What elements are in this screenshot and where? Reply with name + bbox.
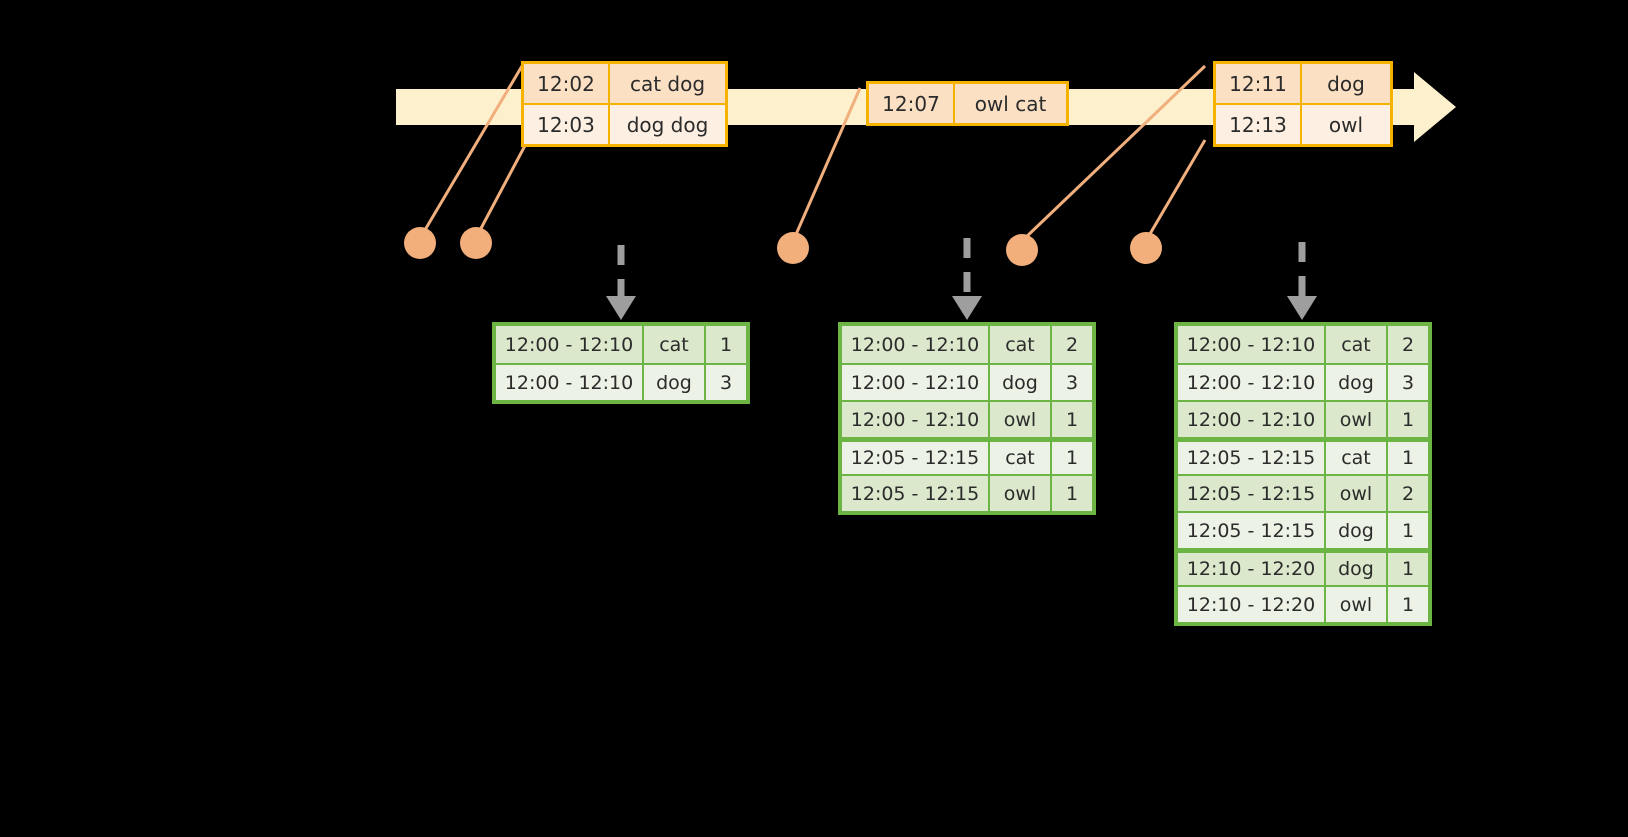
event-time: 12:07: [869, 84, 955, 123]
window-cell: 12:05 - 12:15: [842, 476, 990, 511]
window-cell: 12:05 - 12:15: [842, 442, 990, 474]
count-cell: 2: [1388, 326, 1428, 363]
emit-arrow-head-1: [606, 296, 636, 320]
word-cell: dog: [1326, 513, 1388, 548]
window-cell: 12:05 - 12:15: [1178, 513, 1326, 548]
count-cell: 3: [1388, 365, 1428, 400]
connector-line-1: [420, 65, 524, 236]
count-cell: 1: [1388, 442, 1428, 474]
emit-arrow-heads: [606, 296, 1317, 320]
event-group-1[interactable]: 12:02 cat dog 12:03 dog dog: [521, 61, 728, 147]
window-cell: 12:00 - 12:10: [1178, 365, 1326, 400]
window-cell: 12:10 - 12:20: [1178, 587, 1326, 622]
count-cell: 2: [1052, 326, 1092, 363]
window-cell: 12:00 - 12:10: [496, 365, 644, 400]
word-cell: owl: [990, 402, 1052, 437]
word-cell: cat: [644, 326, 706, 363]
word-cell: owl: [1326, 402, 1388, 437]
event-row[interactable]: 12:13 owl: [1216, 103, 1390, 144]
emit-arrow-head-2: [952, 296, 982, 320]
window-cell: 12:00 - 12:10: [842, 326, 990, 363]
window-cell: 12:10 - 12:20: [1178, 553, 1326, 585]
event-words: dog: [1302, 64, 1390, 103]
word-cell: dog: [1326, 365, 1388, 400]
count-cell: 3: [1052, 365, 1092, 400]
window-cell: 12:00 - 12:10: [1178, 402, 1326, 437]
window-cell: 12:00 - 12:10: [842, 365, 990, 400]
window-cell: 12:00 - 12:10: [1178, 326, 1326, 363]
event-dots: [404, 227, 1162, 266]
event-time: 12:11: [1216, 64, 1302, 103]
connector-line-3: [792, 87, 862, 240]
event-row[interactable]: 12:11 dog: [1216, 64, 1390, 103]
event-words: owl: [1302, 105, 1390, 144]
event-group-3[interactable]: 12:11 dog 12:13 owl: [1213, 61, 1393, 147]
event-row[interactable]: 12:03 dog dog: [524, 103, 725, 144]
count-cell: 1: [1052, 402, 1092, 437]
window-cell: 12:05 - 12:15: [1178, 476, 1326, 511]
event-words: owl cat: [955, 84, 1066, 123]
event-dot-1: [404, 227, 436, 259]
count-cell: 1: [706, 326, 746, 363]
event-time: 12:13: [1216, 105, 1302, 144]
word-cell: owl: [1326, 476, 1388, 511]
event-row[interactable]: 12:02 cat dog: [524, 64, 725, 103]
connector-line-5: [1145, 139, 1207, 240]
event-dot-5: [1130, 232, 1162, 264]
event-dot-3: [777, 232, 809, 264]
emit-arrows: [617, 238, 1306, 297]
count-cell: 1: [1388, 402, 1428, 437]
event-dot-2: [460, 227, 492, 259]
word-cell: owl: [1326, 587, 1388, 622]
word-cell: owl: [990, 476, 1052, 511]
word-cell: cat: [1326, 326, 1388, 363]
count-cell: 1: [1388, 513, 1428, 548]
window-cell: 12:00 - 12:10: [496, 326, 644, 363]
event-group-2[interactable]: 12:07 owl cat: [866, 81, 1069, 126]
event-words: cat dog: [610, 64, 725, 103]
word-cell: dog: [1326, 553, 1388, 585]
count-cell: 1: [1052, 476, 1092, 511]
window-cell: 12:05 - 12:15: [1178, 442, 1326, 474]
window-cell: 12:00 - 12:10: [842, 402, 990, 437]
event-dot-4: [1006, 234, 1038, 266]
count-cell: 1: [1388, 553, 1428, 585]
count-cell: 1: [1052, 442, 1092, 474]
event-time: 12:02: [524, 64, 610, 103]
emit-arrow-head-3: [1287, 296, 1317, 320]
event-words: dog dog: [610, 105, 725, 144]
count-cell: 2: [1388, 476, 1428, 511]
word-cell: dog: [644, 365, 706, 400]
event-time: 12:03: [524, 105, 610, 144]
word-cell: dog: [990, 365, 1052, 400]
word-cell: cat: [1326, 442, 1388, 474]
count-cell: 1: [1388, 587, 1428, 622]
count-cell: 3: [706, 365, 746, 400]
event-row[interactable]: 12:07 owl cat: [869, 84, 1066, 123]
timeline-arrow-head: [1386, 72, 1456, 142]
word-cell: cat: [990, 442, 1052, 474]
word-cell: cat: [990, 326, 1052, 363]
